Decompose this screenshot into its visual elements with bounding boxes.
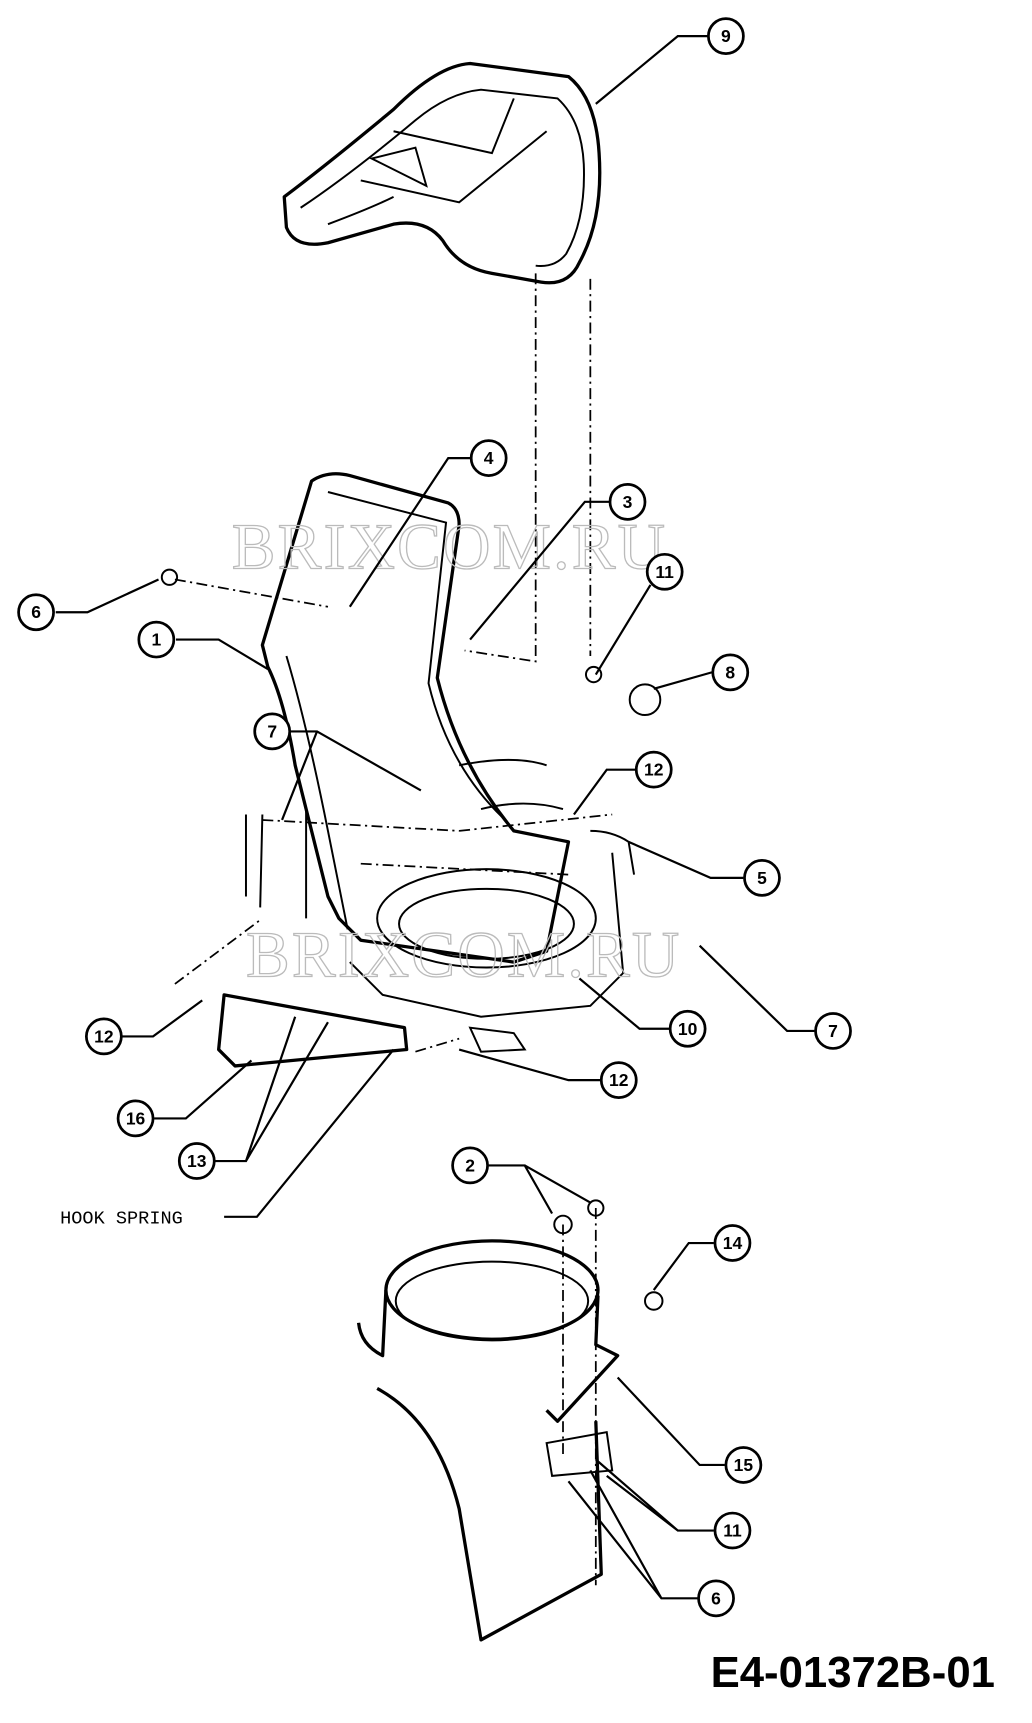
callout-12: 12 (634, 750, 673, 789)
callout-6: 6 (17, 593, 55, 632)
svg-text:6: 6 (31, 602, 41, 622)
deflector-cap-part (282, 61, 602, 285)
svg-text:6: 6 (711, 1588, 721, 1608)
callout-11: 11 (713, 1511, 752, 1550)
svg-text:11: 11 (655, 562, 674, 582)
watermark-middle: BRIXCOM.RU (246, 919, 681, 991)
svg-text:7: 7 (267, 721, 277, 741)
svg-text:10: 10 (678, 1019, 697, 1039)
svg-text:7: 7 (828, 1021, 838, 1041)
svg-text:13: 13 (187, 1151, 207, 1171)
callout-12: 12 (599, 1061, 638, 1100)
diagram-code: E4-01372B-01 (711, 1648, 995, 1697)
svg-text:12: 12 (609, 1070, 629, 1090)
callout-16: 16 (116, 1099, 155, 1138)
callout-9: 9 (707, 17, 745, 55)
callout-7: 7 (253, 712, 292, 751)
svg-text:16: 16 (126, 1108, 146, 1128)
callout-13: 13 (177, 1142, 216, 1180)
callout-14: 14 (713, 1224, 752, 1262)
callout-3: 3 (608, 482, 647, 521)
callout-1: 1 (137, 620, 176, 659)
svg-text:2: 2 (465, 1155, 475, 1175)
svg-text:5: 5 (757, 868, 767, 888)
svg-text:11: 11 (723, 1521, 742, 1541)
callout-7: 7 (814, 1012, 852, 1050)
callout-15: 15 (724, 1446, 763, 1484)
svg-text:1: 1 (151, 630, 161, 650)
watermark-top: BRIXCOM.RU (232, 512, 667, 584)
callout-11: 11 (645, 552, 684, 591)
callout-12: 12 (84, 1017, 123, 1056)
svg-text:3: 3 (623, 492, 633, 512)
callout-4: 4 (469, 439, 508, 477)
lower-chute-part (160, 568, 664, 1642)
svg-text:14: 14 (723, 1233, 743, 1253)
callout-10: 10 (668, 1009, 707, 1048)
callout-8: 8 (711, 653, 750, 692)
spring-bracket-part (217, 993, 527, 1068)
callout-2: 2 (451, 1146, 489, 1185)
hook-spring-label: HOOK SPRING (60, 1208, 183, 1229)
svg-text:12: 12 (94, 1026, 114, 1046)
leader-lines (55, 35, 815, 1600)
svg-text:9: 9 (721, 26, 731, 46)
svg-text:8: 8 (725, 662, 735, 682)
callout-5: 5 (743, 859, 781, 897)
svg-text:12: 12 (644, 760, 664, 780)
svg-text:4: 4 (484, 448, 494, 468)
callout-6: 6 (697, 1579, 735, 1618)
svg-text:15: 15 (734, 1455, 754, 1475)
